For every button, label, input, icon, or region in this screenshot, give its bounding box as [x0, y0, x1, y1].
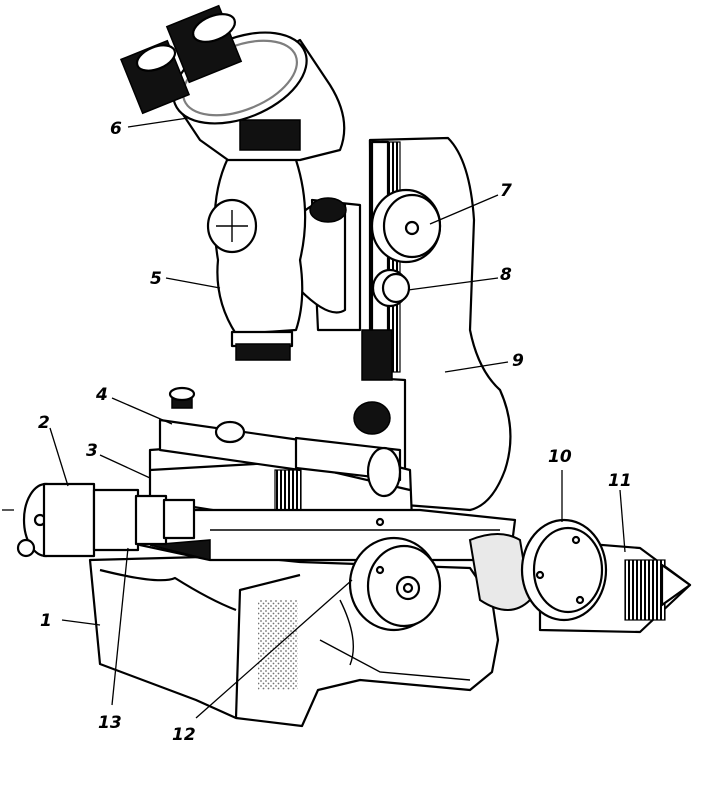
label-7: 7	[500, 181, 512, 201]
label-5: 5	[150, 269, 162, 289]
microscope-tube	[206, 152, 307, 361]
part-labels: 1 2 3 4 5 6 7 8 9 10 11 12 13	[38, 119, 632, 745]
centre-holder	[158, 386, 402, 498]
label-10: 10	[548, 447, 572, 467]
label-13: 13	[98, 713, 122, 733]
label-9: 9	[512, 351, 524, 371]
label-8: 8	[500, 265, 512, 285]
cross-feed-knob	[348, 536, 442, 632]
micrometer-screw	[16, 482, 196, 558]
label-6: 6	[110, 119, 122, 139]
illuminator	[468, 518, 692, 634]
label-1: 1	[40, 611, 52, 631]
label-3: 3	[86, 441, 98, 461]
label-4: 4	[95, 385, 108, 405]
leader-lines	[2, 117, 626, 719]
label-2: 2	[38, 413, 50, 433]
tube-bracket	[298, 197, 362, 332]
label-11: 11	[608, 471, 632, 491]
coarse-focus-knob	[370, 188, 442, 264]
label-12: 12	[172, 725, 196, 745]
fine-focus-knob	[371, 268, 411, 308]
eyepiece-head	[119, 4, 346, 162]
